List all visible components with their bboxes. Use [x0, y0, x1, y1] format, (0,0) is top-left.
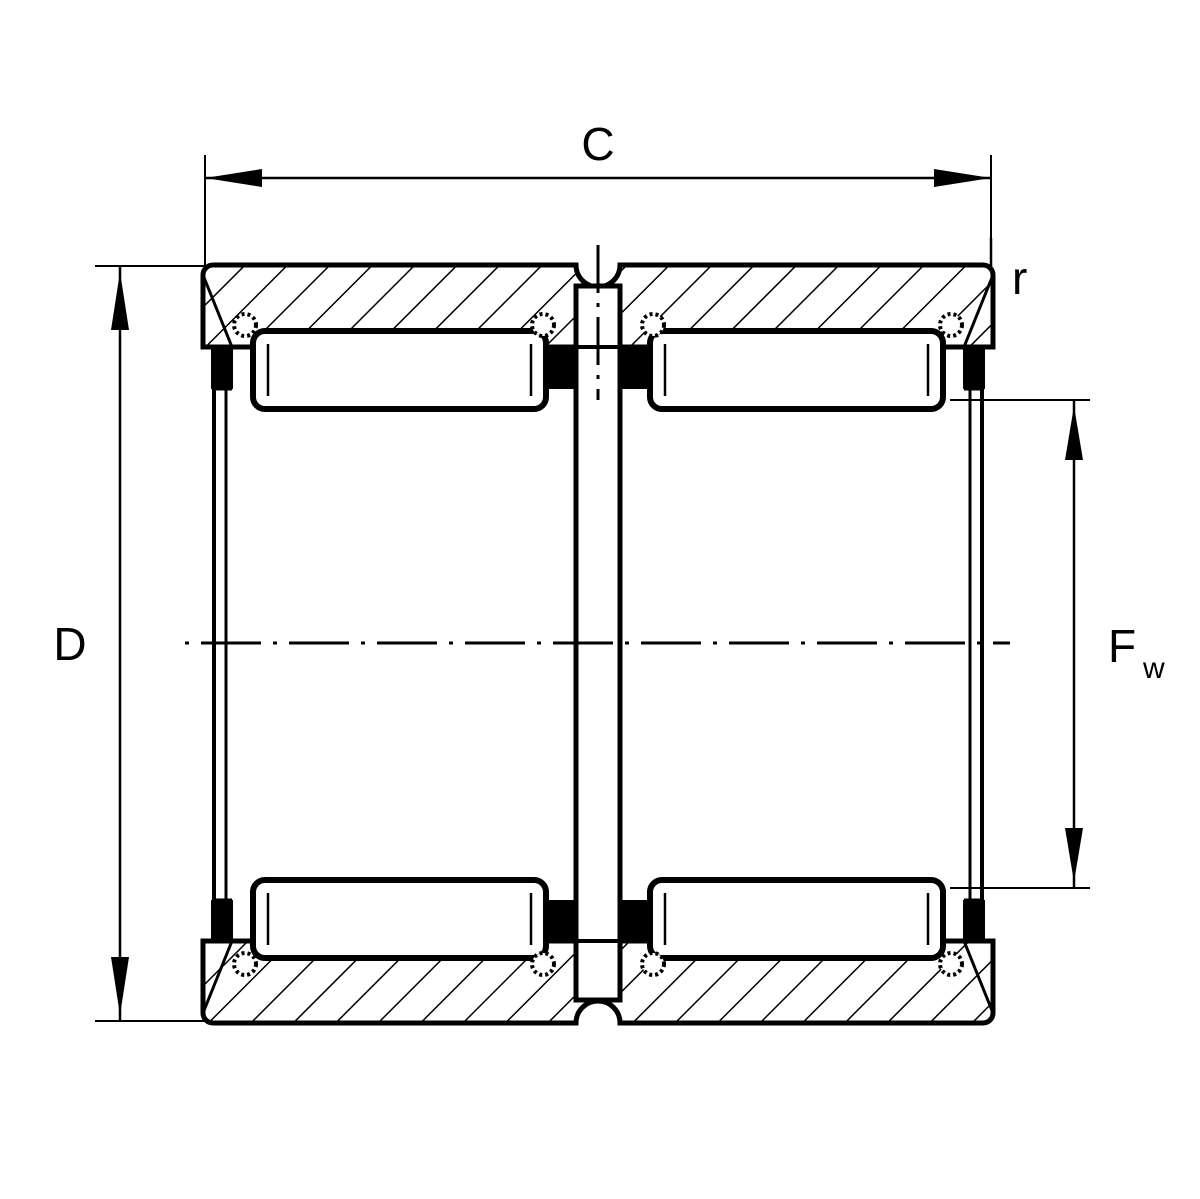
roller-bottom-left-body — [250, 877, 549, 961]
dimension-label-r: r — [1012, 252, 1027, 304]
dimension-label-fw: F — [1108, 620, 1136, 672]
retainer-ring-top-right — [938, 312, 964, 338]
roller-bottom-left — [250, 877, 549, 961]
outer-ring-bottom-left-chamfer — [201, 940, 234, 1014]
roller-top-left-body — [250, 328, 549, 412]
dimension-fw-group: F w — [950, 399, 1165, 889]
dimension-c-arrow-left — [205, 169, 262, 187]
cage-block-bottom-mid-left — [546, 900, 576, 942]
roller-top-right — [647, 328, 946, 412]
dimension-d-arrow-top — [111, 272, 129, 330]
roller-bottom-right — [647, 877, 946, 961]
dimension-d-arrow-bottom — [111, 957, 129, 1015]
outer-ring-top-left-chamfer — [201, 274, 234, 348]
cage-block-bottom-mid-right — [620, 900, 650, 942]
cage-block-top-far-left — [211, 347, 233, 389]
cage-block-bottom-far-right — [963, 900, 985, 942]
retainer-rings — [232, 312, 964, 977]
needle-rollers — [250, 328, 946, 961]
cage-block-top-far-right — [963, 347, 985, 389]
roller-top-left — [250, 328, 549, 412]
dimension-fw-arrow-bottom — [1065, 828, 1083, 882]
retainer-ring-top-midleft — [530, 312, 556, 338]
dimension-label-c: C — [581, 118, 614, 170]
dimension-d-group: D — [53, 265, 210, 1022]
dimension-c-group: C — [204, 118, 992, 268]
cage-block-bottom-far-left — [211, 900, 233, 942]
retainer-ring-bottom-midright — [640, 951, 666, 977]
retainer-ring-top-left — [232, 312, 258, 338]
cage-block-top-mid-right — [620, 347, 650, 389]
dimension-c-arrow-right — [934, 169, 991, 187]
outer-ring-top-right-chamfer — [962, 274, 995, 348]
cage-blocks-bottom — [211, 900, 985, 942]
center-axis-lines — [185, 245, 1010, 645]
retainer-ring-bottom-midleft — [530, 951, 556, 977]
retainer-ring-bottom-right — [938, 951, 964, 977]
retainer-ring-top-midright — [640, 312, 666, 338]
cage-blocks-top — [211, 347, 985, 389]
dimension-label-d: D — [53, 618, 86, 670]
outer-ring-bottom-right-chamfer — [962, 940, 995, 1014]
roller-top-right-body — [647, 328, 946, 412]
cage-block-top-mid-left — [546, 347, 576, 389]
dimension-fw-arrow-top — [1065, 406, 1083, 460]
dimension-label-fw-subscript: w — [1142, 652, 1165, 685]
retainer-ring-bottom-left — [232, 951, 258, 977]
roller-bottom-right-body — [647, 877, 946, 961]
